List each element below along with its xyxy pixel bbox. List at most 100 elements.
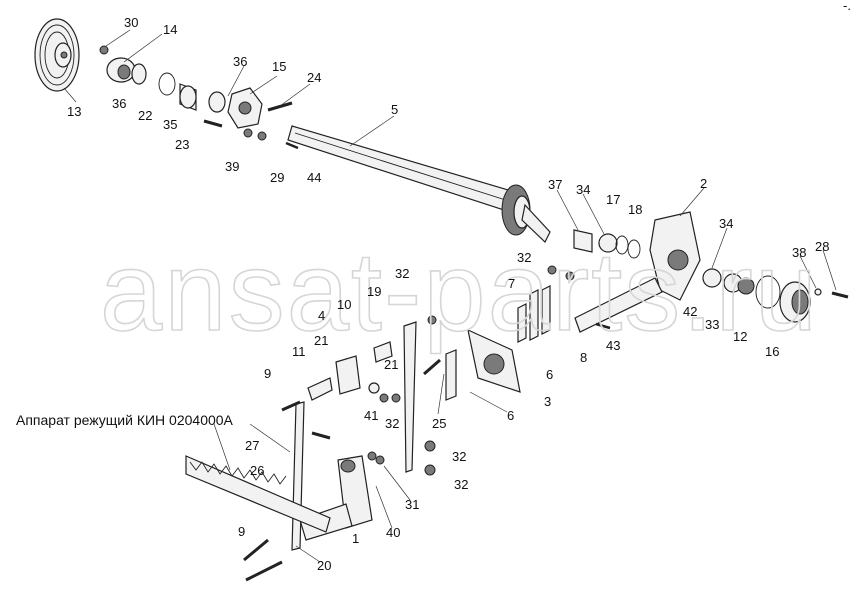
pulley-13 bbox=[34, 18, 80, 92]
callout: 9 bbox=[264, 366, 271, 381]
knife-drive-1 bbox=[299, 455, 373, 541]
callout: 24 bbox=[307, 70, 321, 85]
bearing-34 bbox=[598, 233, 618, 253]
callout: 7 bbox=[508, 276, 515, 291]
gearbox-2 bbox=[574, 211, 701, 333]
bolt-25 bbox=[423, 358, 441, 376]
callout: 15 bbox=[272, 59, 286, 74]
nut-31 bbox=[367, 451, 377, 461]
strip-6 bbox=[445, 349, 457, 401]
nut-32e bbox=[424, 464, 436, 476]
callout: 32 bbox=[517, 250, 531, 265]
callout: 8 bbox=[580, 350, 587, 365]
callout-numbers: 30 14 13 36 36 15 24 22 35 23 39 29 44 5… bbox=[67, 15, 829, 573]
callout: 29 bbox=[270, 170, 284, 185]
callout: 34 bbox=[576, 182, 590, 197]
callout: 39 bbox=[225, 159, 239, 174]
callout: 32 bbox=[395, 266, 409, 281]
callout: 30 bbox=[124, 15, 138, 30]
watermark: ansat-parts.ru bbox=[100, 229, 819, 354]
callout: 21 bbox=[314, 333, 328, 348]
bearing-12 bbox=[737, 277, 755, 295]
callout: 14 bbox=[163, 22, 177, 37]
callout: 34 bbox=[719, 216, 733, 231]
callout: 32 bbox=[454, 477, 468, 492]
ring-36b bbox=[208, 91, 226, 113]
callout: 27 bbox=[245, 438, 259, 453]
callout: 6 bbox=[546, 367, 553, 382]
callout: 26 bbox=[250, 463, 264, 478]
nut-30 bbox=[99, 45, 109, 55]
bearing-35 bbox=[179, 83, 197, 111]
nut-32a bbox=[547, 265, 557, 275]
pin-44 bbox=[285, 141, 299, 150]
callout: 17 bbox=[606, 192, 620, 207]
callout: 19 bbox=[367, 284, 381, 299]
callout: 3 bbox=[544, 394, 551, 409]
circlip-22 bbox=[158, 72, 176, 96]
bolt-24 bbox=[267, 101, 293, 112]
callout: 23 bbox=[175, 137, 189, 152]
callout: 21 bbox=[384, 357, 398, 372]
corner-mark: -. bbox=[843, 0, 851, 13]
leader-lines bbox=[63, 29, 837, 563]
callout: 25 bbox=[432, 416, 446, 431]
bushing-11 bbox=[307, 377, 333, 401]
bolt-9b bbox=[243, 538, 269, 562]
callout: 4 bbox=[318, 308, 325, 323]
bolt-26 bbox=[311, 431, 331, 440]
washer-21 bbox=[368, 382, 380, 394]
nut-29 bbox=[257, 131, 267, 141]
callout: 6 bbox=[507, 408, 514, 423]
callout: 32 bbox=[385, 416, 399, 431]
bearing-housing-15 bbox=[227, 87, 263, 129]
callout: 36 bbox=[112, 96, 126, 111]
plate-7 bbox=[517, 303, 527, 343]
callout: 28 bbox=[815, 239, 829, 254]
callout: 44 bbox=[307, 170, 321, 185]
nut-32f bbox=[391, 393, 401, 403]
ring-18 bbox=[627, 239, 641, 259]
rod-19 bbox=[403, 321, 417, 473]
callout: 33 bbox=[705, 317, 719, 332]
washer-38 bbox=[814, 288, 822, 296]
callout: 10 bbox=[337, 297, 351, 312]
bearing-37 bbox=[573, 229, 593, 253]
nut-32d bbox=[424, 440, 436, 452]
plate-8 bbox=[541, 285, 551, 335]
cover-16 bbox=[779, 281, 811, 323]
callout: 13 bbox=[67, 104, 81, 119]
washer-39 bbox=[243, 128, 253, 138]
washer-40 bbox=[375, 455, 385, 465]
nut-32c bbox=[427, 315, 437, 325]
main-shaft-5 bbox=[287, 125, 551, 243]
flange-3 bbox=[467, 328, 521, 393]
callout: 1 bbox=[352, 531, 359, 546]
callout: 11 bbox=[292, 344, 306, 359]
nut-32b bbox=[565, 271, 575, 281]
callout: 38 bbox=[792, 245, 806, 260]
callout: 16 bbox=[765, 344, 779, 359]
gasket-12 bbox=[755, 275, 781, 309]
plate-6 bbox=[529, 289, 539, 341]
callout: 31 bbox=[405, 497, 419, 512]
callout: 32 bbox=[452, 449, 466, 464]
callout: 2 bbox=[700, 176, 707, 191]
cutter-bar bbox=[185, 455, 331, 533]
ring-17 bbox=[615, 235, 629, 255]
caption: Аппарат режущий КИН 0204000А bbox=[16, 412, 234, 428]
pin-43 bbox=[595, 322, 611, 330]
hub-14 bbox=[106, 57, 136, 83]
callout: 35 bbox=[163, 117, 177, 132]
callout: 9 bbox=[238, 524, 245, 539]
bolt-23 bbox=[203, 119, 223, 128]
bolt-9c bbox=[245, 560, 283, 582]
ring-36 bbox=[131, 63, 147, 85]
callout: 5 bbox=[391, 102, 398, 117]
washer-41 bbox=[379, 393, 389, 403]
callout: 41 bbox=[364, 408, 378, 423]
callout: 20 bbox=[317, 558, 331, 573]
callout: 43 bbox=[606, 338, 620, 353]
callout: 42 bbox=[683, 304, 697, 319]
